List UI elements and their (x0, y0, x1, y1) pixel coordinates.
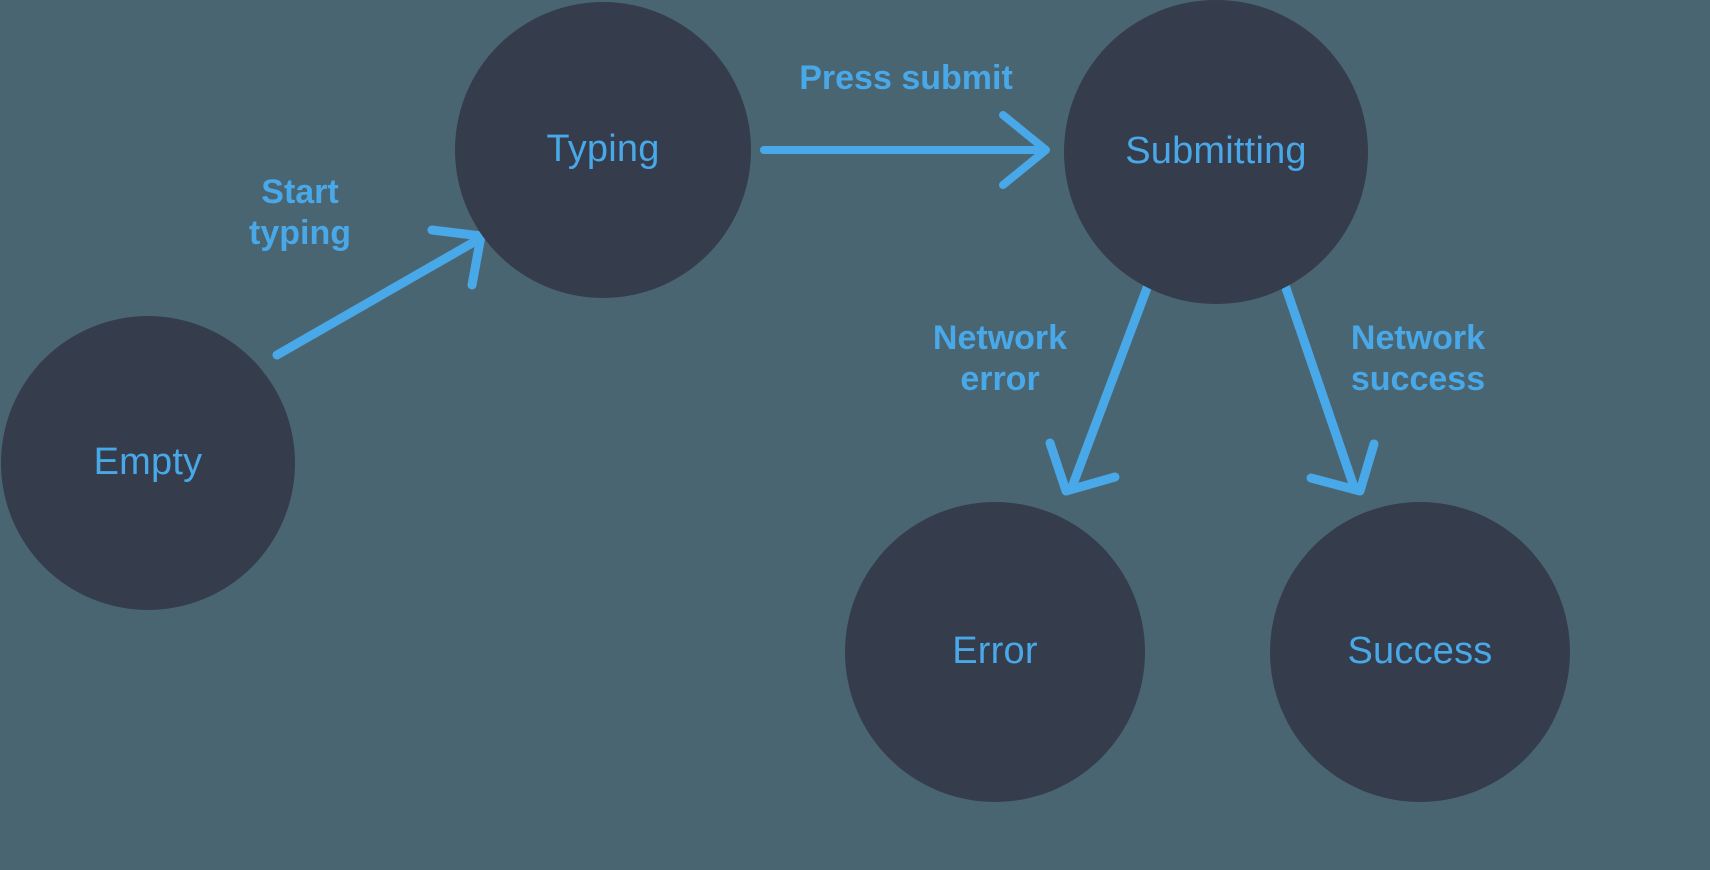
state-node-success[interactable]: Success (1270, 502, 1570, 802)
edge-network-error-arrowhead (1045, 438, 1120, 496)
edge-network-error-line (1067, 283, 1152, 492)
state-label-submitting: Submitting (1125, 130, 1307, 173)
edge-start-typing (272, 225, 486, 360)
edge-start-typing-line (272, 237, 479, 360)
state-node-error[interactable]: Error (845, 502, 1145, 802)
edge-press-submit-arrowhead (999, 111, 1050, 189)
edge-network-success (1281, 283, 1379, 496)
edge-network-success-arrowhead (1306, 439, 1379, 496)
state-label-error: Error (952, 630, 1038, 673)
state-label-empty: Empty (93, 441, 203, 484)
edge-network-error (1045, 283, 1152, 496)
edge-network-success-line (1281, 283, 1359, 492)
state-label-success: Success (1347, 630, 1493, 673)
state-node-submitting[interactable]: Submitting (1064, 0, 1368, 304)
edge-start-typing-arrowhead (427, 225, 486, 290)
state-label-typing: Typing (546, 128, 660, 171)
edge-press-submit (760, 111, 1050, 189)
state-node-empty[interactable]: Empty (1, 316, 295, 610)
state-node-typing[interactable]: Typing (455, 2, 751, 298)
